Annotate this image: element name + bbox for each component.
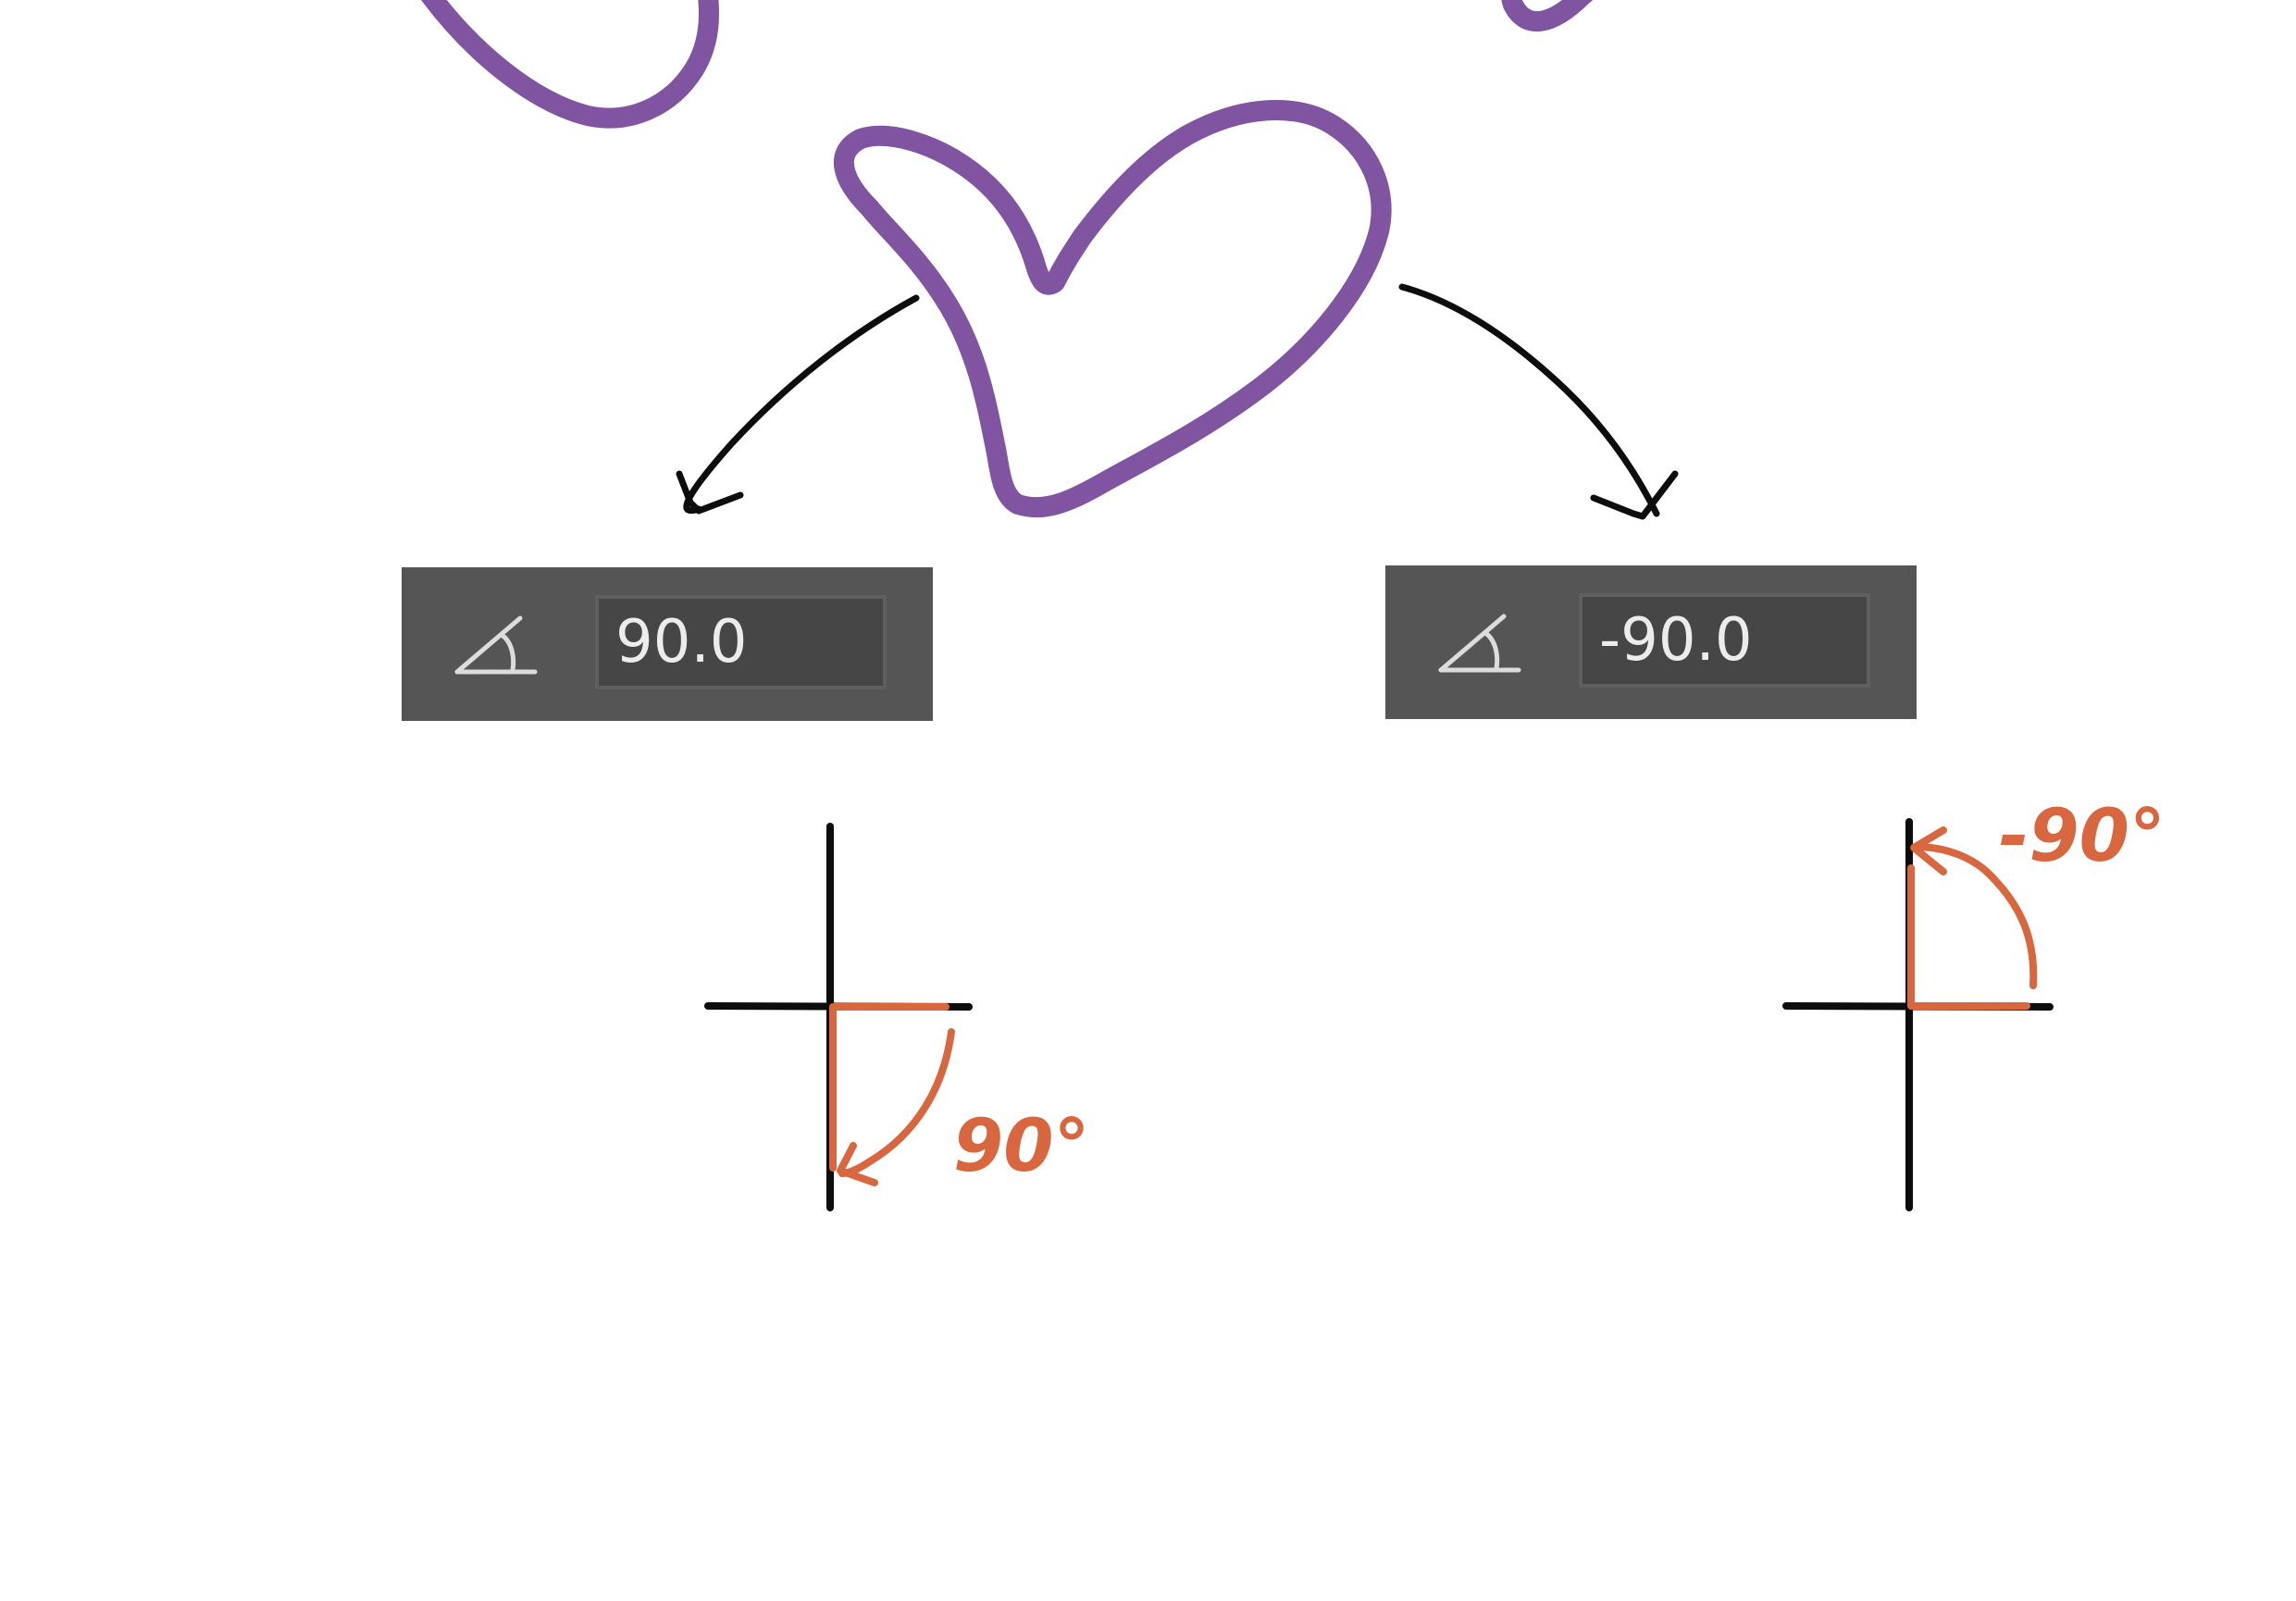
left-angle-label: 90°	[953, 1105, 1090, 1188]
angle-icon	[454, 615, 538, 675]
right-rotation-annotation	[1907, 826, 2038, 1010]
right-arrow	[1398, 283, 1679, 520]
left-arrow	[676, 294, 920, 515]
angle-icon	[1438, 614, 1521, 673]
left-axes	[704, 823, 973, 1211]
original-heart	[844, 110, 1382, 507]
rotation-angle-input-left[interactable]: 90.0	[595, 595, 887, 689]
left-rotation-annotation	[829, 1003, 955, 1186]
right-axes	[1782, 818, 2054, 1211]
rotated-heart-right	[1484, 0, 1881, 21]
angle-panel-left: 90.0	[402, 567, 933, 721]
angle-panel-right: -90.0	[1385, 565, 1917, 719]
right-angle-label: -90°	[1999, 795, 2166, 878]
rotated-heart-left	[312, 0, 709, 118]
rotation-angle-input-right[interactable]: -90.0	[1579, 593, 1870, 688]
